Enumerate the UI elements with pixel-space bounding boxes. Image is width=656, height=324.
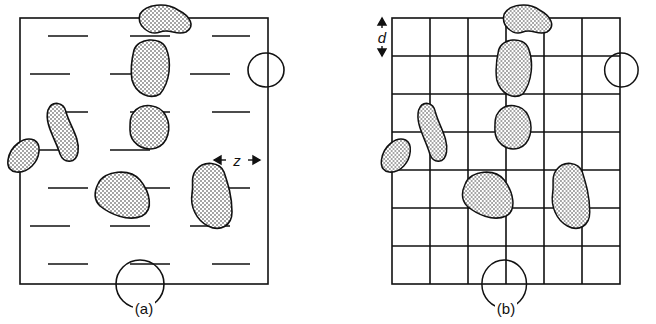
panel-label: (a) bbox=[133, 301, 155, 316]
dimension-label: d bbox=[376, 30, 388, 45]
dimension-label: z bbox=[231, 153, 243, 168]
inclusions bbox=[381, 5, 638, 308]
inclusions bbox=[8, 5, 284, 308]
panel-label: (b) bbox=[495, 301, 517, 316]
